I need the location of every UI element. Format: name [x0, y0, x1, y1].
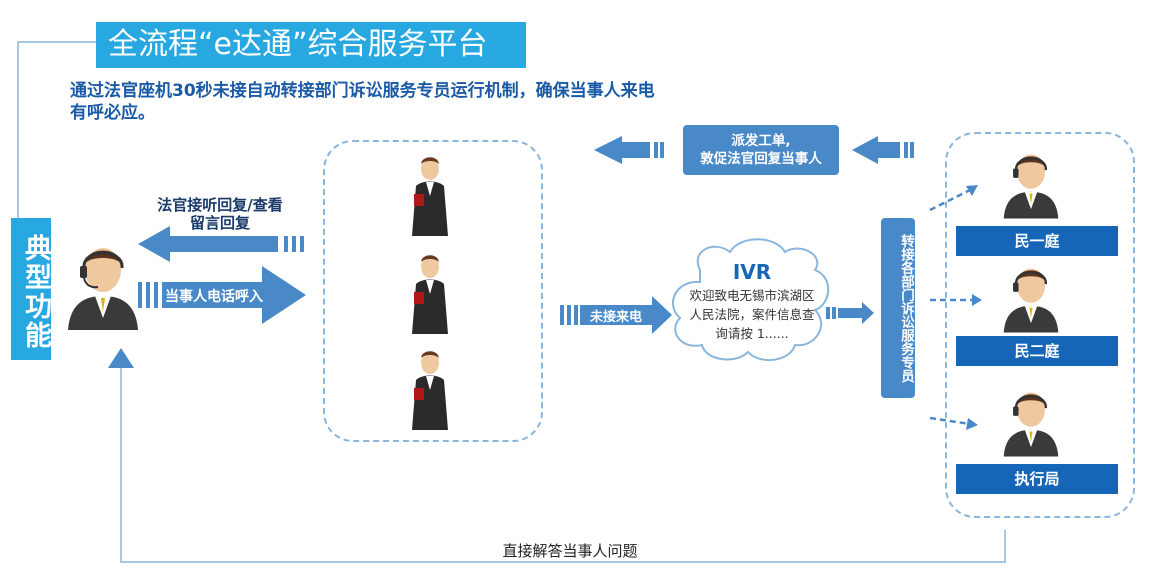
caller-avatar-icon [68, 248, 138, 330]
judge-icon [412, 255, 448, 334]
ivr-cloud [671, 238, 830, 362]
unanswered-arrow-label: 未接来电 [589, 310, 642, 325]
service-agent-icon [1003, 268, 1059, 333]
subtitle-line-1: 通过法官座机30秒未接自动转接部门诉讼服务专员运行机制，确保当事人来电 [70, 81, 655, 101]
subtitle: 通过法官座机30秒未接自动转接部门诉讼服务专员运行机制，确保当事人来电 有呼必应… [70, 80, 770, 124]
judges-group [323, 140, 543, 442]
caller-arrow [138, 266, 306, 324]
judge-reply-label: 法官接听回复/查看 留言回复 [140, 196, 300, 232]
judge-icon [412, 351, 448, 430]
judge-reply-line-2: 留言回复 [189, 214, 250, 232]
ivr-text: 欢迎致电无锡市滨湖区人民法院，案件信息查询请按 1...... [689, 288, 815, 341]
transfer-label: 转接各部门诉讼服务专员 [881, 218, 915, 398]
judge-reply-arrow [138, 226, 304, 262]
caller-arrow-label: 当事人电话呼入 [165, 289, 263, 305]
dispatch-line-2: 敦促法官回复当事人 [700, 151, 822, 167]
dept-label-civil-1: 民一庭 [956, 226, 1118, 256]
dept-label-civil-2: 民二庭 [956, 336, 1118, 366]
dispatch-left-arrow [594, 136, 664, 164]
up-arrow-head [108, 348, 134, 368]
unanswered-arrow [560, 296, 672, 334]
dept-dashed-arrows [929, 188, 975, 426]
side-label: 典型功能 [11, 218, 51, 360]
dept-label-enforcement: 执行局 [956, 464, 1118, 494]
ivr-title: IVR [732, 260, 772, 284]
page-title: 全流程“e达通”综合服务平台 [96, 22, 526, 68]
ivr-block: IVR 欢迎致电无锡市滨湖区人民法院，案件信息查询请按 1...... [682, 260, 822, 343]
ivr-to-transfer-arrow [826, 302, 874, 324]
judge-icon [412, 157, 448, 236]
subtitle-line-2: 有呼必应。 [70, 103, 155, 123]
service-agent-icon [1003, 154, 1059, 219]
service-agent-icon [1003, 392, 1059, 457]
dept-left-arrow [852, 136, 914, 164]
bottom-caption: 直接解答当事人问题 [502, 542, 638, 560]
judge-reply-line-1: 法官接听回复/查看 [157, 196, 283, 214]
departments-group [945, 132, 1135, 518]
dispatch-line-1: 派发工单, [731, 133, 791, 149]
dispatch-work-order: 派发工单, 敦促法官回复当事人 [683, 125, 839, 175]
